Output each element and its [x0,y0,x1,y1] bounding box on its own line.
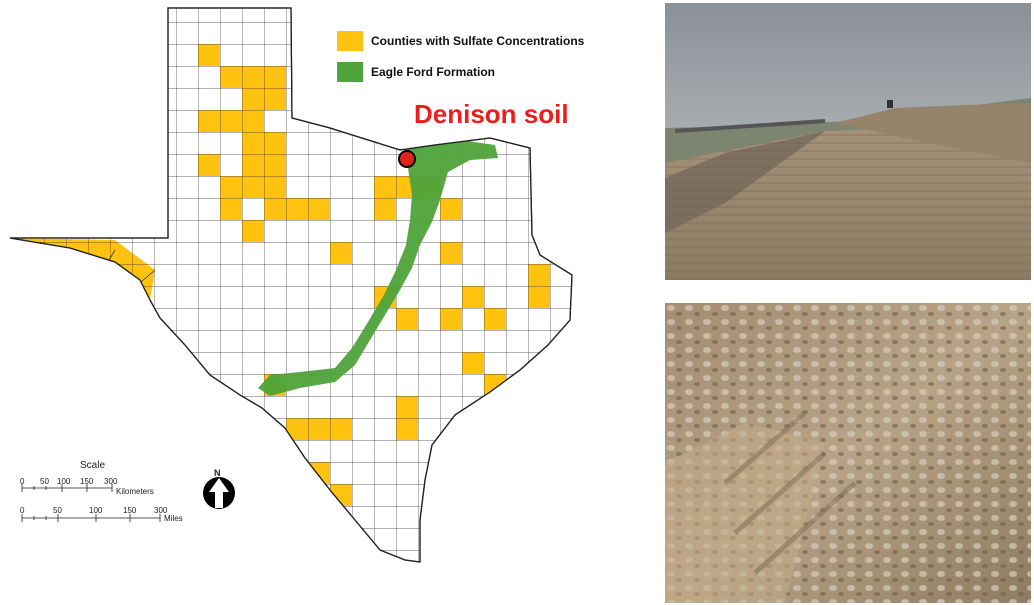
mile-unit: Miles [164,514,183,523]
legend-label-sulfate: Counties with Sulfate Concentrations [371,34,585,48]
north-label: N [214,468,221,478]
scale-title: Scale [80,460,106,471]
soil-photo-image [665,303,1031,603]
legend-label-eagle-ford: Eagle Ford Formation [371,65,496,79]
km-tick-1: 50 [40,477,49,486]
sulfate-county-48 [352,550,374,562]
legend-item-sulfate: Counties with Sulfate Concentrations [337,31,584,51]
texas-map-panel: Counties with Sulfate Concentrations Eag… [9,7,584,563]
site-label: Denison soil [414,99,569,129]
legend-swatch-eagle-ford [337,62,363,82]
texas-map [9,7,573,563]
km-unit: Kilometers [116,487,154,496]
site-marker [398,150,416,168]
mile-tick-0: 0 [20,506,25,515]
km-tick-2: 100 [57,477,71,486]
mile-tick-4: 300 [154,506,168,515]
km-tick-4: 300 [104,477,118,486]
km-tick-0: 0 [20,477,25,486]
km-tick-3: 150 [80,477,94,486]
eagle-ford-formation [258,140,498,396]
road-construction-photo [665,3,1031,280]
sulfate-county-44 [286,462,308,484]
mile-tick-2: 100 [89,506,103,515]
scale-bar [21,484,161,522]
soil-closeup-photo [665,303,1031,603]
north-arrow-icon [203,477,235,509]
legend-swatch-sulfate [337,31,363,51]
legend-item-eagle-ford: Eagle Ford Formation [337,62,495,82]
sulfate-county-47 [308,506,330,528]
mile-tick-1: 50 [53,506,62,515]
road-photo-image [665,3,1031,280]
mile-tick-3: 150 [123,506,137,515]
